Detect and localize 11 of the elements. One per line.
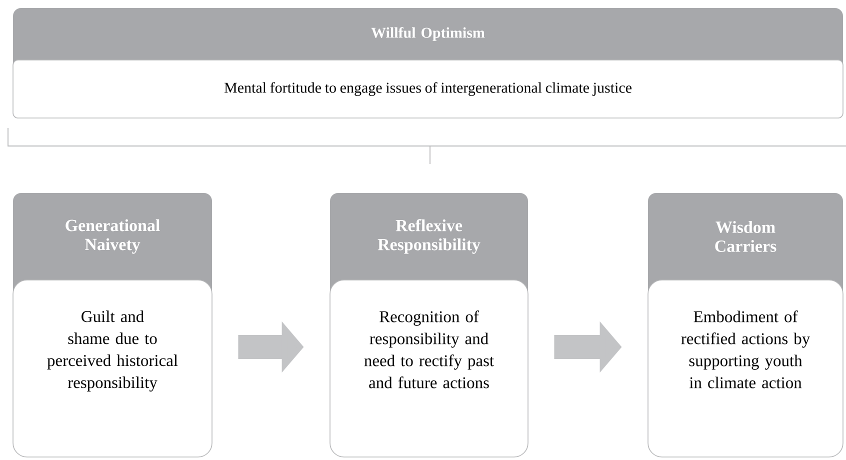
node-label: Mental fortitude to engage issues of intergenerational climate justice — [224, 82, 632, 96]
node-label: Recognition of responsibility and need to rectify past and future actions — [364, 310, 494, 388]
node-label: Generational Naivety — [66, 219, 160, 254]
node-label: Reflexive Responsibility — [378, 219, 480, 254]
node-label: Wisdom Carriers — [715, 221, 776, 252]
stage-card: Reflexive Responsibility Recognition of responsibility and need to rectify past and future actions — [330, 193, 528, 458]
banner-box: Willful Optimism Mental fortitude to engage issues of intergenerational climate justice — [12, 8, 844, 118]
node-label: Embodiment of rectified actions by supporting youth in climate action — [681, 310, 810, 388]
stage-card: Wisdom Carriers Embodiment of rectified actions by supporting youth in climate action — [648, 193, 844, 458]
node-label: Guilt and shame due to perceived historical responsibility — [47, 310, 178, 392]
stage-card: Generational Naivety Guilt and shame due to perceived historical responsibility — [12, 193, 212, 458]
